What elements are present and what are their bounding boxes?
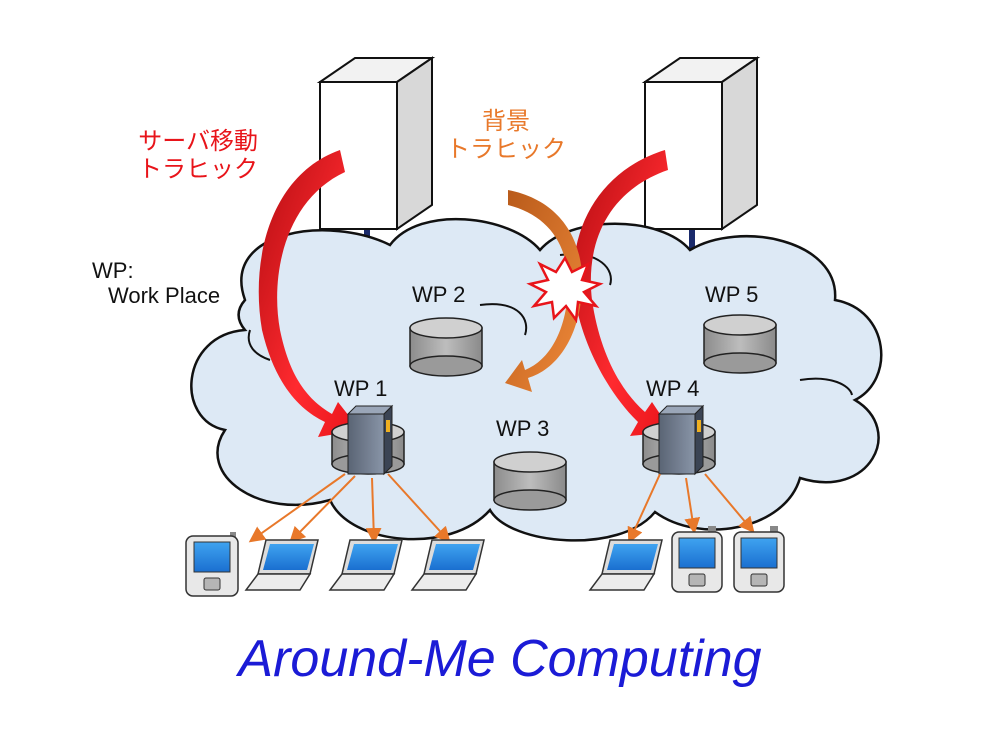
- server-migration-line2: トラヒック: [138, 154, 258, 183]
- wp3-disk: [493, 451, 567, 511]
- server-migration-arrow-right: [573, 150, 672, 436]
- wp5-label: WP 5: [705, 282, 759, 307]
- laptop-icon: [588, 539, 663, 591]
- laptop-icon: [410, 539, 485, 591]
- pda-icon: [671, 526, 723, 593]
- client-links: [248, 473, 755, 544]
- collision-burst-icon: [526, 255, 604, 324]
- wp2-disk: [409, 317, 483, 377]
- wp2-label: WP 2: [412, 282, 466, 307]
- pda-icon: [185, 532, 239, 597]
- server-migration-line1: サーバ移動: [138, 127, 258, 155]
- legend-term: WP:: [92, 258, 134, 283]
- legend-definition: Work Place: [108, 283, 221, 309]
- legend: WP: Work Place: [92, 258, 220, 309]
- laptop-icon: [328, 539, 403, 591]
- wp1-label: WP 1: [334, 376, 388, 401]
- pda-icon: [733, 526, 785, 593]
- wp4-server-icon: [657, 404, 705, 476]
- server-left: [316, 56, 436, 252]
- server-migration-traffic-label: サーバ移動 トラヒック: [138, 127, 258, 183]
- wp3-label: WP 3: [496, 416, 550, 441]
- background-traffic-arrow: [505, 190, 583, 392]
- server-migration-arrow-left: [258, 150, 360, 437]
- wp5-disk: [703, 314, 777, 374]
- background-traffic-line2: トラヒック: [446, 134, 566, 163]
- diagram-title: Around-Me Computing: [238, 630, 762, 688]
- wp4-label: WP 4: [646, 376, 700, 401]
- background-traffic-line1: 背景: [482, 107, 530, 135]
- wp1-server-icon: [346, 404, 394, 476]
- laptop-icon: [244, 539, 319, 591]
- background-traffic-label: 背景 トラヒック: [446, 107, 566, 163]
